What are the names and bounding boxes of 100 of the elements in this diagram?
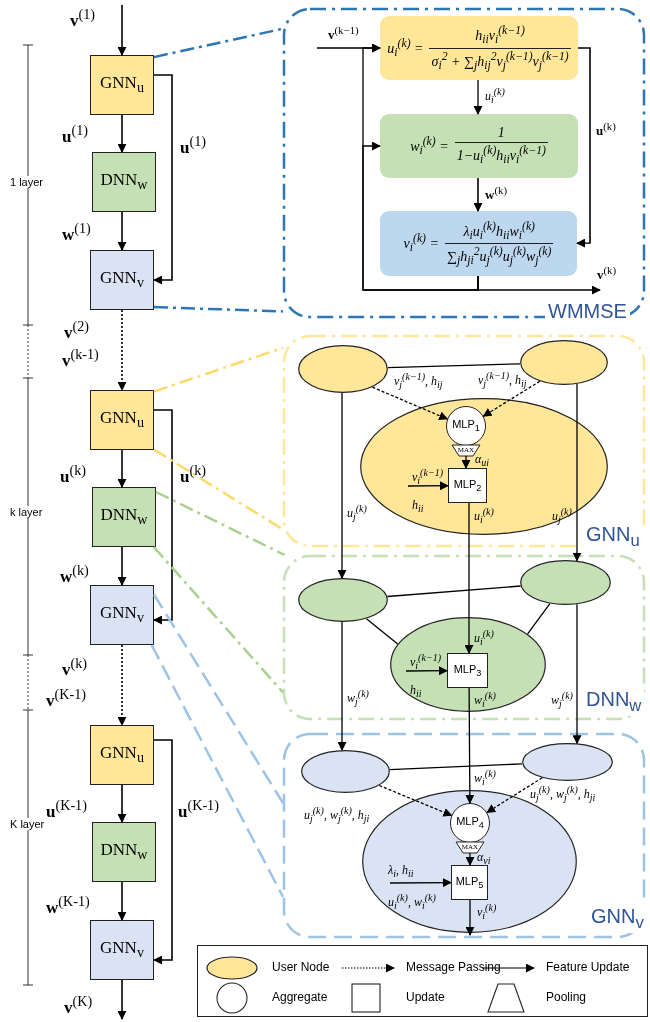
dashed-arrow: [117, 644, 127, 726]
module-frame: [283, 733, 645, 938]
update-box: [448, 468, 487, 503]
edge-label: v$^{(K)}$: [64, 993, 93, 1018]
node-label: GNN$_{u}$: [100, 743, 144, 767]
module-title: GNN$_{u}$: [583, 523, 643, 551]
edge-label: v$^{(k−1)}$: [328, 24, 359, 44]
edge-label: v$_{j}$$^{(k−1)}$, h$_{ij}$: [478, 370, 527, 390]
edge-label: u$_{j}$$^{(k)}$, w$_{j}$$^{(k)}$, h$_{ji}$: [530, 784, 596, 804]
arrow: [576, 47, 591, 248]
node-label: MLP$_{4}$: [456, 815, 484, 831]
node-label: GNN$_{v}$: [100, 938, 144, 962]
edge-label: u$^{(k)}$: [180, 462, 206, 487]
dash-dot-line: [152, 546, 284, 694]
arrow: [407, 481, 449, 491]
legend-label: Aggregate: [272, 990, 328, 1004]
edge-label: w$^{(1)}$: [62, 220, 91, 245]
node-label: MLP$_{1}$: [452, 418, 480, 434]
arrow: [153, 74, 173, 285]
formula-lhs: u$_{i}$$^{(k)}$ =: [387, 36, 424, 60]
line: [386, 585, 522, 598]
formula-box: [380, 16, 578, 80]
arrow: [465, 899, 475, 936]
edge-label: v$^{(k)}$: [62, 655, 87, 680]
layer-label: k layer: [10, 506, 43, 518]
arrow: [153, 739, 173, 965]
arrow: [473, 79, 483, 115]
signal-label: v$^{(K-1)}$: [46, 686, 86, 711]
process-box: [90, 250, 154, 310]
legend-label: User Node: [272, 960, 330, 974]
process-box: [90, 585, 154, 645]
arrow: [117, 546, 127, 586]
update-box: [447, 653, 488, 688]
arrow: [473, 177, 483, 212]
update-box: [451, 865, 488, 900]
layer-label: 1 layer: [10, 176, 44, 188]
dashed-arrow: [378, 784, 453, 817]
process-box: [92, 487, 156, 547]
arrow: [117, 979, 127, 1020]
dash-dot-line: [153, 305, 284, 313]
line: [365, 618, 399, 645]
signal-label: v$^{(k-1)}$: [62, 346, 99, 371]
arrow: [572, 383, 582, 562]
formula-lhs: v$_{i}$$^{(k)}$ =: [403, 232, 439, 255]
arrow: [461, 455, 471, 469]
line: [389, 763, 523, 771]
node-label: GNN$_{v}$: [100, 268, 144, 292]
formula-numerator: 1: [496, 125, 506, 143]
dashed-arrow: [486, 777, 543, 814]
edge-label: w$^{(K-1)}$: [46, 893, 90, 918]
edge-label: u$_{j}$$^{(k)}$, w$_{j}$$^{(k)}$, h$_{ji}$: [304, 805, 370, 825]
process-box: [90, 920, 154, 980]
edge-label: u$^{(k)}$: [60, 462, 86, 487]
node-label: DNN$_{w}$: [100, 170, 148, 194]
arrow: [337, 621, 347, 751]
arrow: [117, 449, 127, 488]
formula-box: [380, 211, 577, 276]
module-frame: [283, 555, 645, 720]
edge-label: α$_{ui}$: [475, 452, 490, 469]
arrow: [153, 409, 173, 625]
arrow: [117, 4, 127, 56]
edge-label: v$^{(k)}$: [597, 264, 617, 284]
dashed-arrow: [371, 386, 449, 420]
node-label: MLP$_{2}$: [453, 477, 482, 494]
arrow: [389, 878, 452, 888]
edge-label: v$_{j}$$^{(k−1)}$, h$_{ij}$: [394, 371, 443, 391]
dash-dot-line: [150, 644, 285, 898]
legend-label: Feature Update: [546, 960, 630, 974]
process-box: [92, 822, 156, 882]
arrow: [117, 114, 127, 153]
edge-label: v$^{(1)}$: [70, 6, 95, 31]
node-label: MLP$_{3}$: [453, 662, 482, 679]
dash-dot-line: [155, 490, 286, 557]
dash-dot-line: [152, 593, 285, 804]
arrow: [117, 784, 127, 823]
graph-node-ellipse: [298, 345, 388, 393]
edge-label: w$^{(k)}$: [485, 184, 508, 204]
arrow: [405, 666, 448, 676]
process-box: [90, 725, 154, 785]
graph-node-ellipse: [298, 578, 388, 622]
graph-node-ellipse: [520, 560, 611, 605]
edge-label: u$^{(1)}$: [180, 133, 206, 158]
layer-label: K layer: [10, 818, 45, 830]
legend-label: Update: [406, 990, 445, 1004]
arrow: [464, 502, 474, 654]
edge-label: α$_{vi}$: [477, 850, 491, 867]
legend-label: Message Passing: [406, 960, 501, 974]
process-box: [92, 152, 156, 212]
process-box: [90, 390, 154, 450]
node-label: MLP$_{5}$: [455, 874, 484, 891]
edge-label: u$^{(1)}$: [62, 122, 88, 147]
dash-dot-line: [153, 346, 284, 393]
node-label: GNN$_{u}$: [100, 73, 144, 97]
legend-label: Pooling: [546, 990, 587, 1004]
formula-lhs: w$_{i}$$^{(k)}$ =: [410, 134, 449, 158]
node-label: DNN$_{w}$: [100, 840, 148, 864]
arrow: [465, 852, 475, 866]
node-label: DNN$_{w}$: [100, 505, 148, 529]
graph-node-ellipse: [301, 750, 390, 793]
dashed-arrow: [117, 309, 127, 391]
